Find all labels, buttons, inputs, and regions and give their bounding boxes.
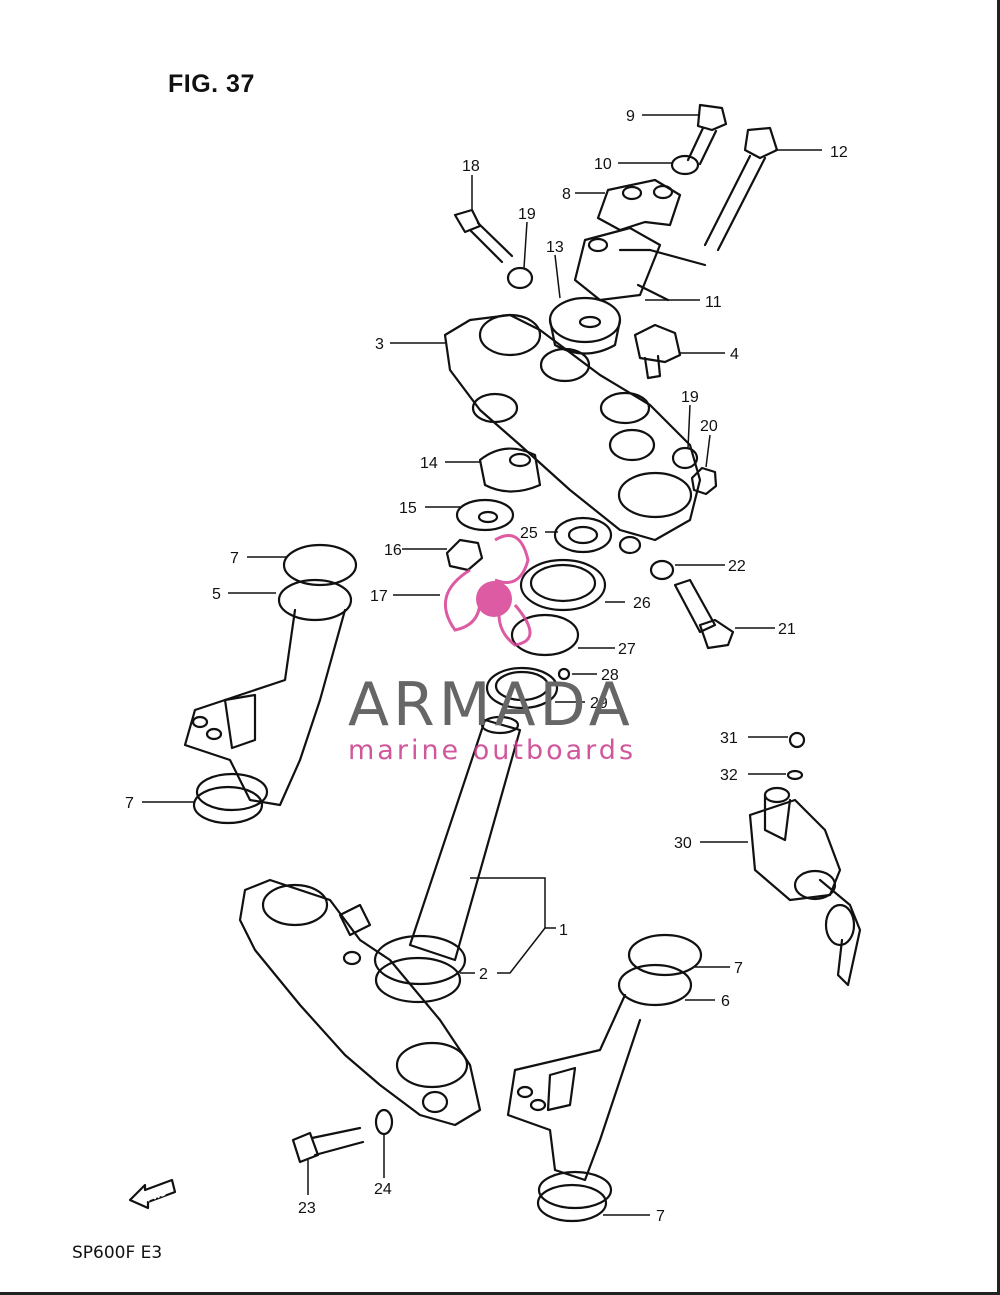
washer-10-drawing	[670, 154, 700, 176]
watermark-propeller-icon	[444, 534, 532, 647]
callout-3: 3	[375, 336, 384, 353]
washer-19-drawing	[506, 266, 534, 290]
callout-2: 2	[479, 966, 488, 983]
steering-nut-25-drawing	[553, 516, 613, 554]
callout-15: 15	[399, 500, 417, 517]
bolt-18-drawing	[453, 208, 514, 264]
bolt-12-drawing	[703, 126, 779, 252]
washer-32-drawing	[786, 769, 804, 781]
callout-31: 31	[720, 730, 738, 747]
callout-21: 21	[778, 621, 796, 638]
callout-7c: 7	[734, 960, 743, 977]
callout-13: 13	[546, 239, 564, 256]
callout-23: 23	[298, 1200, 316, 1217]
bearing-29-drawing	[485, 666, 559, 710]
callout-14: 14	[420, 455, 438, 472]
washer-22-drawing	[649, 559, 675, 581]
watermark-subtitle: marine outboards	[348, 735, 637, 766]
callout-28: 28	[601, 667, 619, 684]
callout-30: 30	[674, 835, 692, 852]
callout-22: 22	[728, 558, 746, 575]
model-code: SP600F E3	[72, 1243, 163, 1263]
figure-title: FIG. 37	[168, 70, 255, 98]
callout-9: 9	[626, 108, 635, 125]
callout-7b: 7	[125, 795, 134, 812]
callout-17: 17	[370, 588, 388, 605]
callout-7d: 7	[656, 1208, 665, 1225]
bolt-9-drawing	[686, 103, 728, 166]
callout-20: 20	[700, 418, 718, 435]
washer-24-drawing	[374, 1108, 394, 1136]
left-handlebar-5-drawing	[183, 543, 358, 825]
callout-27: 27	[618, 641, 636, 658]
callout-19: 19	[518, 206, 536, 223]
seal-27-drawing	[510, 613, 580, 657]
callout-18: 18	[462, 158, 480, 175]
handlebar-holder-8-drawing	[596, 178, 682, 232]
bolt-21-drawing	[673, 578, 735, 650]
callout-26: 26	[633, 595, 651, 612]
lower-bracket-2-drawing	[238, 878, 482, 1127]
handlebar-holder-11-drawing	[573, 226, 707, 302]
nut-20-drawing	[690, 466, 718, 496]
callout-8: 8	[562, 186, 571, 203]
callout-29: 29	[590, 695, 608, 712]
nut-16-drawing	[445, 538, 484, 572]
washer-19b-drawing	[671, 446, 699, 470]
callout-5: 5	[212, 586, 221, 603]
steering-stem-1-drawing	[373, 715, 522, 1004]
bolt-4-drawing	[633, 323, 682, 380]
washer-15-drawing	[455, 498, 515, 532]
ball-28-drawing	[557, 667, 571, 681]
watermark-brand-name: ARMADA	[348, 670, 634, 740]
callout-16: 16	[384, 542, 402, 559]
callout-6: 6	[721, 993, 730, 1010]
fwd-arrow-drawing	[128, 1178, 177, 1210]
frame-border-right	[997, 0, 1000, 1295]
right-handlebar-6-drawing	[506, 933, 703, 1223]
callout-19b: 19	[681, 389, 699, 406]
screw-31-drawing	[788, 731, 806, 749]
callout-12: 12	[830, 144, 848, 161]
callout-10: 10	[594, 156, 612, 173]
bolt-23-drawing	[291, 1126, 365, 1164]
callout-1: 1	[559, 922, 568, 939]
ignition-switch-30-drawing	[748, 786, 862, 987]
bushing-14-drawing	[478, 447, 542, 493]
upper-bracket-3-drawing	[443, 313, 702, 555]
callout-7a: 7	[230, 550, 239, 567]
cap-13-drawing	[548, 296, 622, 355]
callout-32: 32	[720, 767, 738, 784]
callout-4: 4	[730, 346, 739, 363]
callout-25: 25	[520, 525, 538, 542]
frame-border-bottom	[0, 1292, 1000, 1295]
bearing-26-drawing	[519, 558, 607, 612]
callout-11: 11	[705, 294, 722, 311]
callout-24: 24	[374, 1181, 392, 1198]
